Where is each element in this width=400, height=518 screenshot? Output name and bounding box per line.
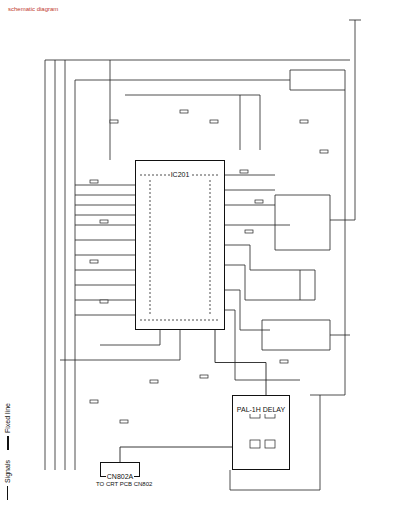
resistor-symbol bbox=[110, 120, 118, 123]
legend-line-sample bbox=[7, 436, 9, 450]
resistor-symbol bbox=[320, 150, 328, 153]
resistor-symbol bbox=[100, 300, 108, 303]
node-label: IC201 bbox=[170, 171, 191, 179]
resistor-symbol bbox=[210, 120, 218, 123]
resistor-symbol bbox=[150, 380, 158, 383]
resistor-symbol bbox=[200, 375, 208, 378]
ic-box: IC201 bbox=[135, 160, 225, 330]
node-label: CN802A bbox=[106, 473, 134, 481]
resistor-symbol bbox=[240, 170, 248, 173]
resistor-symbol bbox=[100, 220, 108, 223]
legend-text: Fixed line bbox=[4, 403, 11, 433]
wire bbox=[215, 330, 266, 395]
delay-line-module: PAL-1H DELAY bbox=[232, 395, 290, 470]
wire bbox=[120, 447, 232, 462]
resistor-symbol bbox=[245, 230, 253, 233]
resistor-symbol bbox=[90, 400, 98, 403]
legend-line-sample bbox=[7, 486, 8, 500]
resistor-symbol bbox=[280, 360, 288, 363]
resistor-symbol bbox=[255, 200, 263, 203]
resistor-symbol bbox=[180, 110, 188, 113]
resistor-symbol bbox=[300, 120, 308, 123]
sheet-title: schematic diagram bbox=[8, 6, 58, 12]
resistor-symbol bbox=[90, 180, 98, 183]
resistor-symbol bbox=[90, 260, 98, 263]
legend-text: Signals bbox=[4, 460, 11, 483]
legend-item: Signals bbox=[4, 460, 11, 500]
resistor-symbol bbox=[120, 420, 128, 423]
legend: Signals Fixed line bbox=[4, 403, 11, 500]
node-label: PAL-1H DELAY bbox=[236, 406, 286, 414]
note-label: TO CRT PCB CN802 bbox=[95, 481, 153, 487]
legend-item: Fixed line bbox=[4, 403, 11, 450]
connector-block: CN802A bbox=[100, 462, 140, 477]
